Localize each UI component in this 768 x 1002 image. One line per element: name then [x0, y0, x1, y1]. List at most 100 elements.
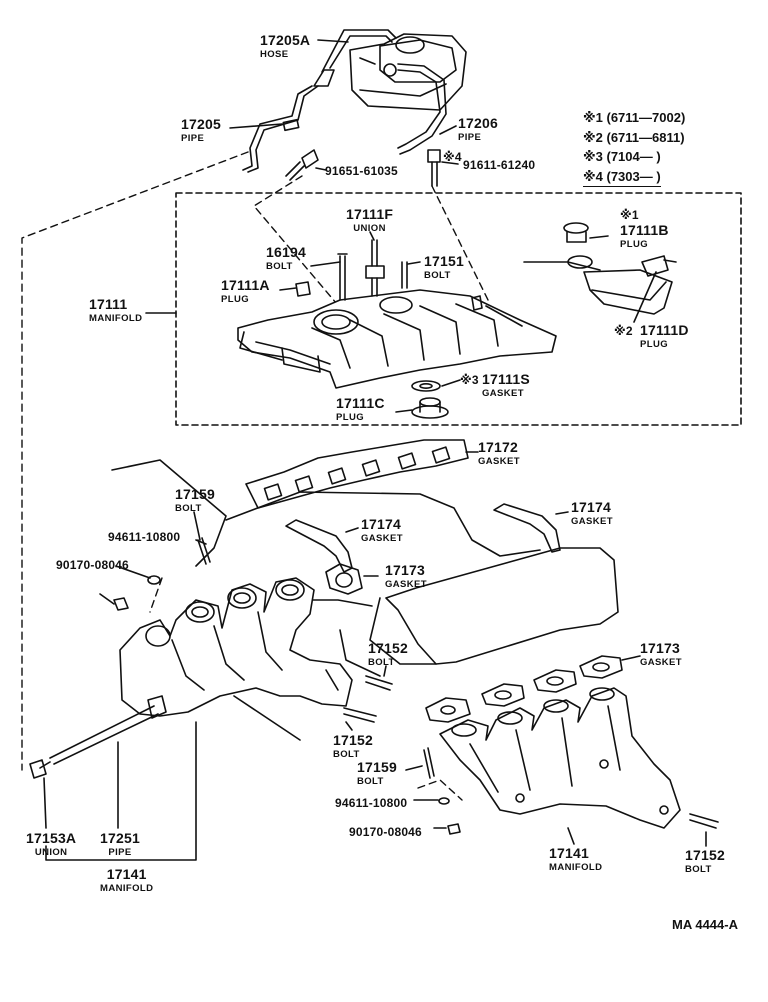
intake-group-box [175, 192, 742, 426]
footnote-mark: ※4 [443, 150, 462, 164]
plug-17111D [641, 255, 677, 277]
part-name: UNION [353, 223, 386, 234]
part-number: 17111 [89, 296, 128, 312]
part-number: 17153A [26, 830, 77, 846]
carburetor-assembly [349, 33, 467, 111]
label-bolt-17152-low: 17152 BOLT [333, 733, 373, 760]
bolt-17152-low [343, 707, 377, 723]
label-manifold-17141-right: 17141 MANIFOLD [549, 846, 602, 873]
washer-94611-right [438, 797, 450, 805]
part-name: PIPE [181, 133, 205, 144]
part-number: 91651-61035 [325, 164, 398, 178]
part-name: GASKET [640, 657, 682, 668]
part-number: 17152 [368, 640, 408, 656]
part-number: 17151 [424, 253, 464, 269]
footnote-mark: ※2 [614, 324, 633, 338]
plug-17111B [563, 222, 589, 243]
part-number: 90170-08046 [56, 558, 129, 572]
label-bolt-17151: 17151 BOLT [424, 254, 464, 281]
label-pipe-17251: 17251 PIPE [100, 831, 140, 858]
part-name: UNION [34, 847, 68, 858]
part-name: GASKET [361, 533, 403, 544]
part-name: GASKET [385, 579, 427, 590]
part-name: PLUG [336, 412, 364, 423]
washer-94611-left [147, 575, 161, 585]
label-mark-2: ※2 [614, 323, 633, 339]
part-name: PIPE [108, 847, 132, 858]
part-name: BOLT [175, 503, 202, 514]
pipe-17251 [49, 695, 167, 765]
label-union-17111F: 17111F UNION [346, 207, 393, 234]
reference-code: MA 4444-A [672, 917, 738, 932]
gasket-17173-right [425, 655, 623, 723]
part-number: 17206 [458, 115, 498, 131]
label-pipe-17205: 17205 PIPE [181, 117, 221, 144]
label-plug-17111C: 17111C PLUG [336, 396, 385, 423]
pipe-17206 [397, 63, 447, 155]
part-name: MANIFOLD [100, 883, 154, 894]
nut-90170-left [113, 597, 129, 611]
label-gasket-17173-right: 17173 GASKET [640, 641, 682, 668]
label-bolt-17152-mid: 17152 BOLT [368, 641, 408, 668]
legend-text: (7104— ) [606, 149, 661, 164]
label-part-91611: 91611-61240 [463, 157, 535, 173]
label-gasket-17174-right: 17174 GASKET [571, 500, 613, 527]
label-manifold-17111: 17111 MANIFOLD [89, 297, 142, 324]
part-number: 94611-10800 [108, 530, 181, 544]
legend-mark: ※4 [583, 168, 603, 184]
gasket-17172 [245, 439, 469, 509]
part-number: 17173 [385, 562, 425, 578]
part-number: 17205A [260, 32, 311, 48]
part-number: 17251 [100, 830, 140, 846]
plug-17111C [411, 397, 449, 419]
part-name: BOLT [333, 749, 360, 760]
part-name: BOLT [266, 261, 293, 272]
label-mark-3: ※3 [460, 372, 479, 388]
bolt-17159-right [423, 747, 435, 779]
pipe-17205 [242, 85, 319, 173]
label-plug-17111A: 17111A PLUG [221, 278, 270, 305]
label-bolt-17159-right: 17159 BOLT [357, 760, 397, 787]
label-mark-4: ※4 [443, 149, 462, 165]
legend-mark: ※1 [583, 110, 603, 125]
part-name: PLUG [620, 239, 648, 250]
nut-90170-right [447, 823, 461, 835]
gasket-17173-left [325, 563, 363, 595]
legend-text: (6711—7002) [606, 110, 686, 125]
legend-row: ※1 (6711—7002) [583, 108, 685, 128]
exhaust-manifold-left [119, 577, 353, 741]
label-bolt-17152-right: 17152 BOLT [685, 848, 725, 875]
part-number: 17111D [640, 322, 689, 338]
part-name: MANIFOLD [549, 862, 603, 873]
part-name: PIPE [458, 132, 482, 143]
part-number: 17174 [361, 516, 401, 532]
footnote-mark: ※1 [620, 208, 639, 222]
part-number: 17172 [478, 439, 518, 455]
label-nut-90170-left: 90170-08046 [56, 557, 129, 573]
plug-17111A [295, 281, 311, 297]
bolt-17159-left [197, 537, 211, 565]
bolt-16194 [337, 253, 348, 301]
legend-row: ※4 (7303— ) [583, 167, 661, 187]
footnote-legend: ※1 (6711—7002) ※2 (6711—6811) ※3 (7104— … [583, 108, 685, 187]
label-part-91651: 91651-61035 [325, 163, 398, 179]
part-number: 94611-10800 [335, 796, 408, 810]
part-number: 17173 [640, 640, 680, 656]
part-number: 17174 [571, 499, 611, 515]
part-name: GASKET [571, 516, 613, 527]
part-name: PLUG [221, 294, 249, 305]
part-number: 90170-08046 [349, 825, 422, 839]
legend-mark: ※2 [583, 129, 603, 145]
label-gasket-17111S: 17111S GASKET [482, 372, 530, 399]
bolt-17151 [401, 261, 408, 289]
part-number: 16194 [266, 244, 306, 260]
label-washer-94611-left: 94611-10800 [108, 529, 180, 545]
exhaust-manifold-right [439, 687, 681, 829]
part-number: 91611-61240 [463, 158, 536, 172]
bolt-91651 [285, 149, 319, 181]
union-17111F [365, 239, 385, 297]
footnote-mark: ※3 [460, 373, 479, 387]
part-number: 17152 [333, 732, 373, 748]
leader-hose [317, 39, 349, 43]
